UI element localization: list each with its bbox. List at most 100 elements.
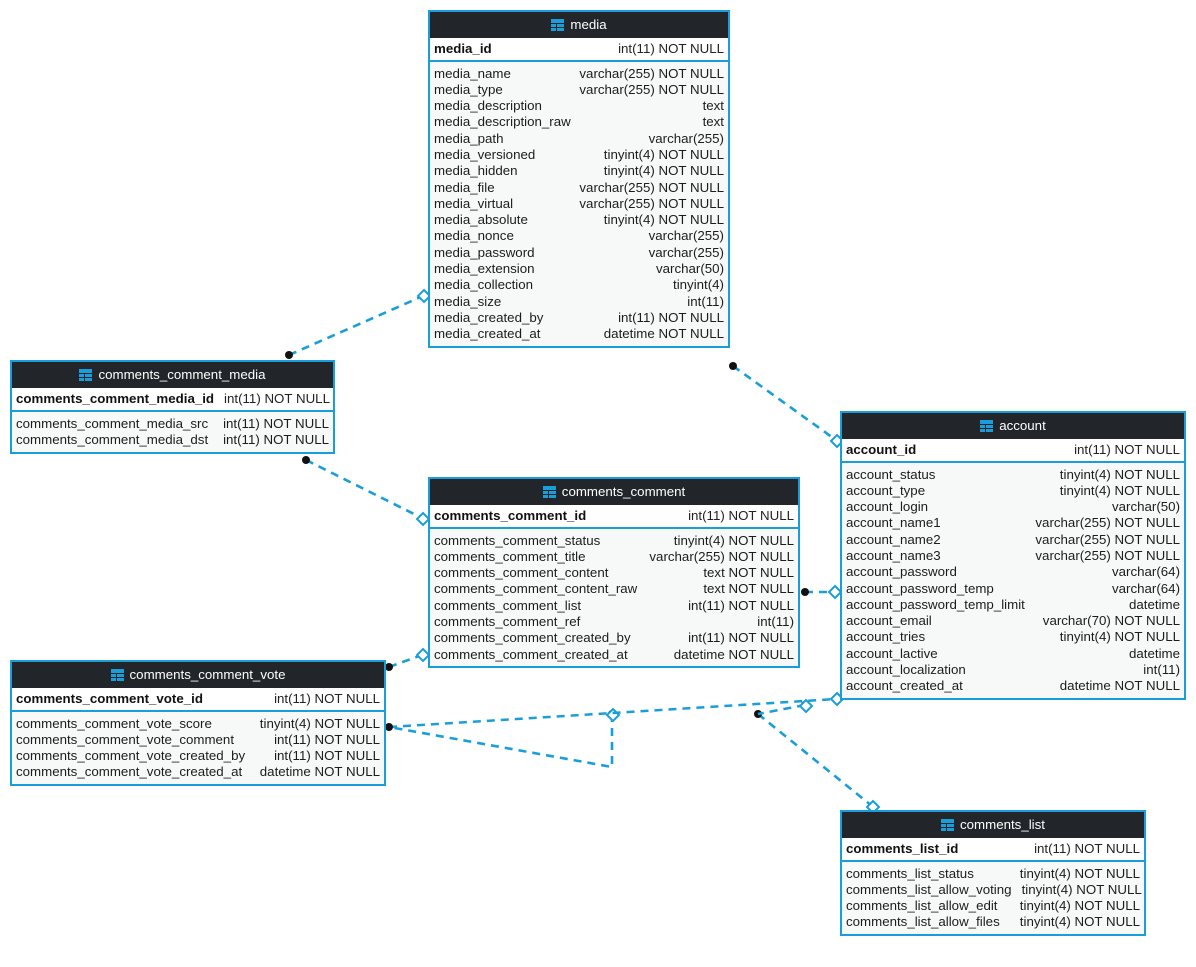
- relationship-account-comment: [757, 698, 814, 716]
- field-name: comments_comment_ref: [434, 613, 581, 629]
- field-type: int(11) NOT NULL: [274, 731, 380, 747]
- entity-header-account[interactable]: account: [842, 413, 1184, 439]
- field-type: int(11): [757, 613, 794, 629]
- field-type: tinyint(4) NOT NULL: [1059, 629, 1180, 645]
- field-name: media_virtual: [434, 195, 514, 211]
- field-type: tinyint(4) NOT NULL: [603, 146, 724, 162]
- field-type: tinyint(4) NOT NULL: [259, 715, 380, 731]
- table-icon: [110, 669, 124, 681]
- field-row[interactable]: comments_comment_ref int(11): [430, 613, 798, 629]
- entity-header-comments_list[interactable]: comments_list: [842, 812, 1144, 838]
- field-name: account_name1: [846, 515, 941, 531]
- field-name: comments_comment_created_at: [434, 646, 628, 662]
- relationship-target-diamond: [798, 698, 814, 714]
- field-type: int(11) NOT NULL: [618, 309, 724, 325]
- entity-header-comments_comment_vote[interactable]: comments_comment_vote: [12, 662, 384, 688]
- entity-header-comments_comment[interactable]: comments_comment: [430, 479, 798, 505]
- relationship-source-dot: [285, 351, 293, 359]
- relationship-source-dot: [608, 710, 616, 718]
- field-name: media_path: [434, 130, 504, 146]
- field-name: media_extension: [434, 261, 535, 277]
- field-name: comments_comment_status: [434, 532, 601, 548]
- field-type: datetime: [1129, 596, 1180, 612]
- field-type: int(11) NOT NULL: [688, 597, 794, 613]
- entity-title: comments_list: [960, 817, 1045, 833]
- field-type: varchar(255): [648, 228, 724, 244]
- field-name: media_collection: [434, 277, 534, 293]
- entity-header-comments_comment_media[interactable]: comments_comment_media: [12, 362, 333, 388]
- field-name: comments_comment_media_dst: [16, 431, 209, 447]
- field-name: account_name2: [846, 531, 941, 547]
- table-icon: [941, 819, 954, 831]
- field-name: media_absolute: [434, 212, 528, 228]
- field-type: int(11): [687, 293, 724, 309]
- relationship-line: [388, 714, 614, 769]
- entity-header-media[interactable]: media: [430, 12, 728, 38]
- field-name: media_created_at: [434, 326, 541, 342]
- entity-title: media: [570, 17, 607, 33]
